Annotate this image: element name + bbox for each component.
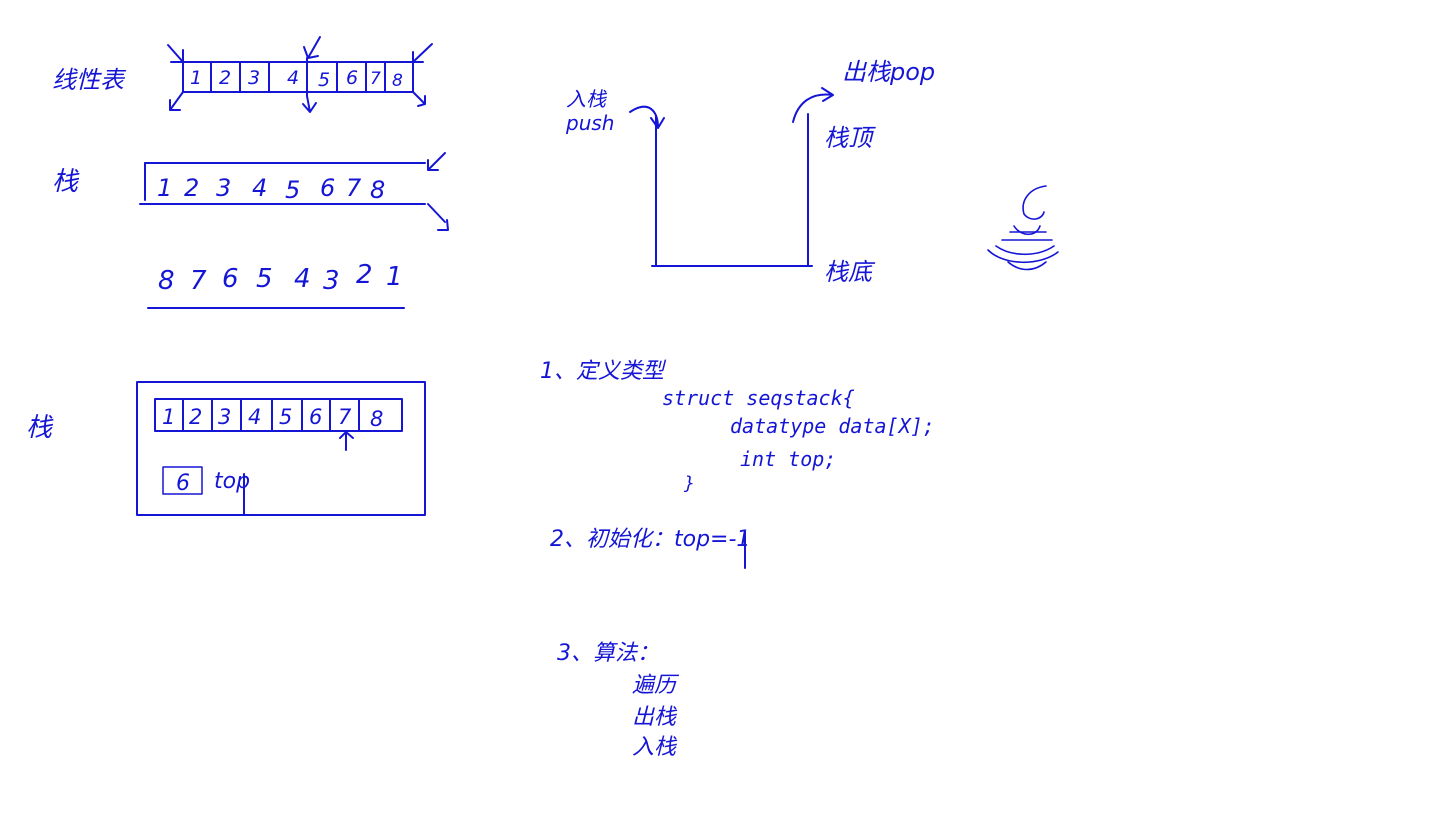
stack-bottom-label: 栈底 — [824, 258, 876, 286]
code-line-4: } — [683, 473, 695, 494]
stack-row-arrows — [427, 152, 449, 231]
stack-element: 8 — [158, 266, 175, 296]
linear-list-dividers — [210, 57, 386, 97]
linear-list-box — [182, 61, 414, 93]
note-item3-title: 3、算法： — [557, 641, 659, 666]
array-cell: 2 — [189, 405, 202, 429]
algorithm-item: 入栈 — [632, 735, 678, 760]
push-label-en: push — [565, 111, 614, 135]
stack-element: 8 — [370, 176, 385, 204]
stack-row-section: 栈 1 2 3 4 5 6 7 8 8 7 6 5 4 3 2 1 — [52, 152, 449, 309]
push-label-cn: 入栈 — [566, 87, 608, 111]
code-line-1: struct seqstack{ — [662, 386, 855, 410]
list-cell: 4 — [287, 67, 299, 89]
array-cell: 5 — [279, 405, 292, 429]
array-cell: 4 — [248, 405, 261, 429]
array-stack-frame — [136, 381, 426, 516]
stack-diagram: 入栈 push 出栈pop 栈顶 栈底 — [565, 58, 935, 286]
stack-row-bottom-sequence: 8 7 6 5 4 3 2 1 — [158, 260, 403, 296]
list-cell: 2 — [219, 67, 231, 89]
stack-element: 4 — [252, 174, 267, 202]
note-item1-title: 1、定义类型 — [540, 359, 667, 384]
note-item2: 2、初始化：top=-1 — [550, 527, 750, 552]
push-arrow — [629, 105, 665, 129]
top-value: 6 — [176, 471, 190, 496]
array-stack-cells: 1 2 3 4 5 6 7 8 — [162, 405, 383, 431]
array-stack-top-pointer — [339, 431, 354, 451]
stack-element: 3 — [323, 266, 340, 296]
linear-list-section: 线性表 1 2 3 4 5 6 7 8 — [52, 36, 433, 113]
algorithm-item: 遍历 — [632, 673, 680, 698]
stack-element: 7 — [190, 266, 207, 296]
stack-row-walls — [139, 162, 426, 205]
list-cell: 8 — [392, 71, 403, 91]
stack-element: 1 — [157, 174, 172, 202]
pile-doodle-icon — [987, 185, 1059, 271]
stack-row-label: 栈 — [52, 167, 80, 197]
code-line-3: int top; — [740, 447, 836, 471]
top-value-box — [162, 466, 203, 495]
array-stack-cells-box — [154, 398, 403, 432]
stack-row-top-sequence: 1 2 3 4 5 6 7 8 — [157, 174, 385, 204]
pop-label: 出栈pop — [842, 58, 935, 86]
stack-element: 6 — [320, 174, 335, 202]
array-cell: 8 — [370, 407, 383, 431]
linear-list-label: 线性表 — [52, 66, 127, 94]
code-line-2: datatype data[X]; — [730, 414, 935, 438]
array-stack-label: 栈 — [26, 413, 54, 443]
array-stack-dividers — [182, 398, 360, 432]
linear-list-cells: 1 2 3 4 5 6 7 8 — [190, 67, 403, 91]
stack-element: 2 — [356, 260, 373, 290]
list-cell: 3 — [248, 67, 260, 89]
stack-element: 4 — [294, 264, 311, 294]
list-cell: 6 — [346, 67, 358, 89]
notes-section: 1、定义类型 struct seqstack{ datatype data[X]… — [540, 359, 935, 760]
list-cell: 7 — [370, 69, 381, 89]
array-cell: 6 — [309, 405, 322, 429]
stack-element: 5 — [285, 176, 300, 204]
array-cell: 3 — [218, 405, 231, 429]
stack-element: 1 — [386, 262, 403, 292]
list-cell: 1 — [190, 67, 202, 89]
algorithm-item: 出栈 — [632, 705, 678, 730]
linear-list-arrows — [167, 36, 433, 113]
stack-element: 5 — [256, 264, 273, 294]
stack-element: 7 — [346, 174, 362, 202]
stack-element: 6 — [222, 264, 239, 294]
stack-element: 2 — [184, 174, 199, 202]
stack-element: 3 — [216, 174, 231, 202]
array-stack-section: 栈 1 2 3 4 5 6 7 8 6 top — [26, 381, 426, 516]
pop-arrow — [792, 87, 834, 123]
list-cell: 5 — [318, 69, 330, 91]
array-cell: 7 — [338, 405, 352, 429]
array-cell: 1 — [162, 405, 175, 429]
stack-top-label: 栈顶 — [824, 124, 876, 152]
stack-container — [651, 113, 813, 267]
